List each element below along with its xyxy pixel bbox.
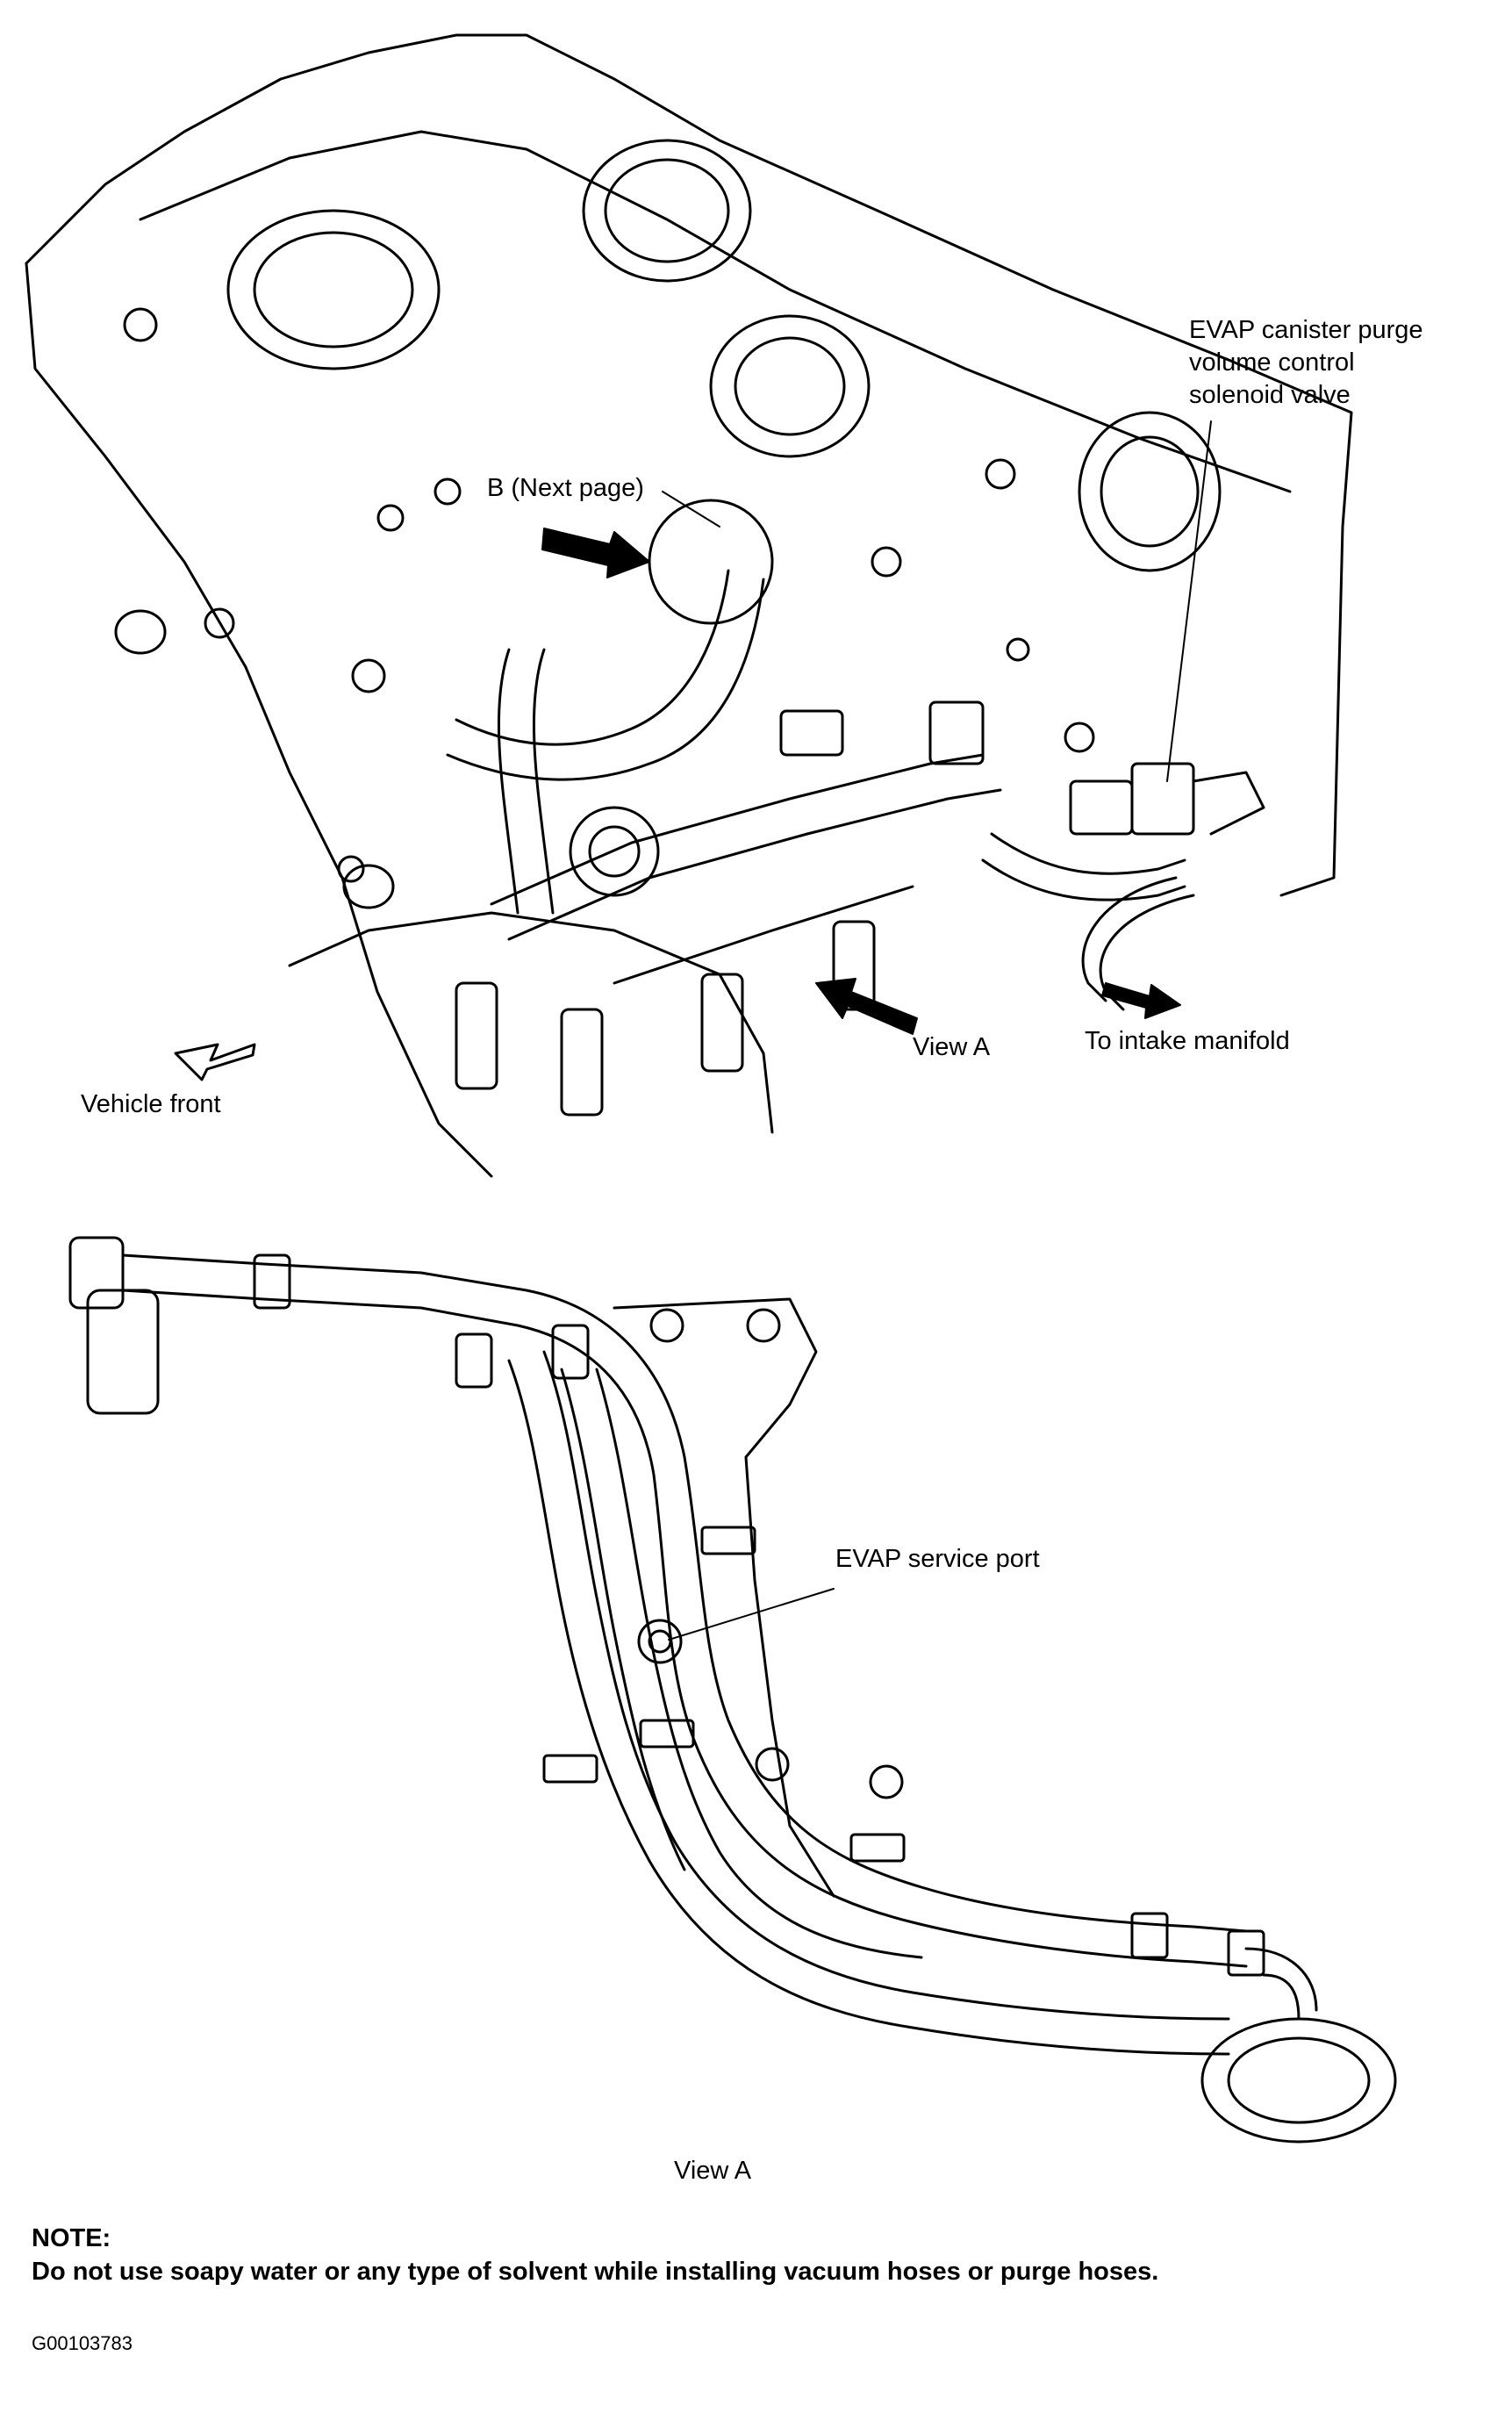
label-line: EVAP canister purge (1189, 316, 1423, 344)
solenoid-valve (1069, 762, 1265, 836)
leader-line (662, 420, 1212, 1641)
end-connector (68, 1236, 590, 1415)
label-b-next-page: B (Next page) (487, 474, 644, 502)
label-view-a-lower: View A (674, 2157, 752, 2185)
label-to-intake-manifold: To intake manifold (1085, 1027, 1290, 1055)
vehicle-front-arrow-icon (174, 1043, 256, 1081)
lower-hose (121, 1253, 1248, 2056)
hose-clamp (542, 1526, 1265, 1977)
figure-id: G00103783 (32, 2332, 133, 2354)
label-evap-canister-purge-valve: EVAP canister purge volume control solen… (1189, 314, 1423, 412)
label-vehicle-front: Vehicle front (81, 1090, 221, 1118)
fuel-rail (490, 753, 1002, 985)
connector (779, 700, 985, 765)
note-title: NOTE: (32, 2224, 111, 2252)
arrow-intake-manifold-icon (1101, 982, 1181, 1019)
label-view-a-upper: View A (913, 1033, 991, 1061)
label-evap-service-port: EVAP service port (835, 1545, 1040, 1573)
mount-hole (114, 307, 1095, 909)
service-port (637, 1619, 683, 1664)
arrow-view-a-icon (815, 978, 918, 1035)
upper-hose (446, 569, 1195, 1011)
canister-end (1200, 1947, 1397, 2144)
engine-block-outline (25, 33, 1353, 1178)
arrow-b-next-page-icon (541, 528, 650, 578)
note-text: Do not use soapy water or any type of so… (32, 2258, 1159, 2286)
label-line: volume control (1189, 348, 1355, 377)
label-line: solenoid valve (1189, 381, 1351, 409)
cylinder-port (226, 139, 1222, 625)
bracket-plate (613, 1297, 904, 1898)
